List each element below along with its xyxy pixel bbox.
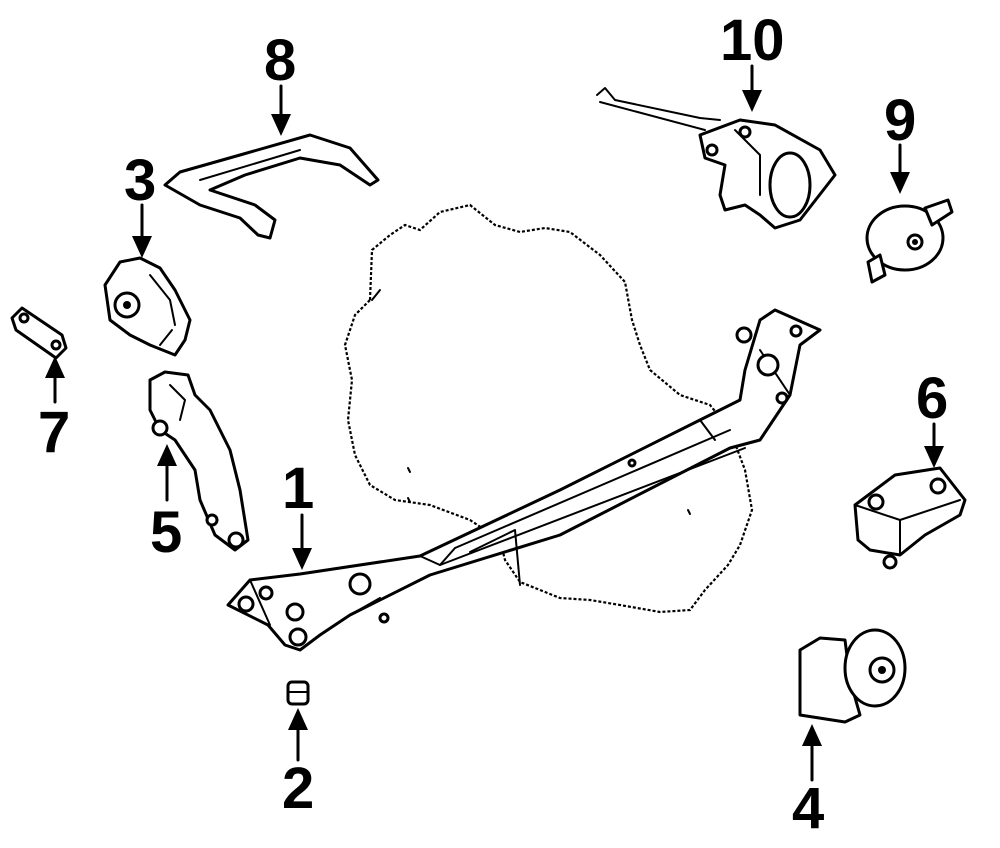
callout-arrowhead — [890, 172, 910, 194]
callout-label: 3 — [124, 148, 156, 213]
callout-label: 7 — [38, 400, 70, 465]
part-mount-3 — [103, 256, 192, 357]
callout-arrowhead — [742, 90, 762, 112]
callout-4: 4 — [792, 724, 824, 841]
callout-1: 1 — [282, 456, 314, 570]
callout-label: 4 — [792, 776, 824, 841]
part-plate-7 — [10, 306, 68, 360]
callout-label: 10 — [720, 8, 785, 73]
callout-7: 7 — [38, 356, 70, 465]
part-bushing — [286, 680, 310, 706]
callout-arrowhead — [45, 356, 65, 378]
callout-arrowhead — [802, 724, 822, 746]
part-bracket-8 — [163, 133, 380, 240]
callout-label: 6 — [916, 366, 948, 431]
callout-arrowhead — [924, 446, 944, 468]
callout-label: 8 — [264, 28, 296, 93]
part-mount-6 — [853, 466, 967, 570]
callout-label: 5 — [150, 500, 182, 565]
callout-label: 2 — [282, 756, 314, 821]
callout-3: 3 — [124, 148, 156, 258]
callout-2: 2 — [282, 708, 314, 821]
callout-arrowhead — [157, 444, 177, 466]
callout-label: 9 — [884, 88, 916, 153]
callout-label: 1 — [282, 456, 314, 521]
callout-arrowhead — [271, 114, 291, 136]
callout-6: 6 — [916, 366, 948, 468]
callout-arrowhead — [288, 708, 308, 730]
part-mount-4 — [798, 628, 907, 724]
callout-arrowhead — [132, 236, 152, 258]
callout-arrowhead — [292, 548, 312, 570]
part-crossmember — [226, 308, 822, 652]
callout-5: 5 — [150, 444, 182, 565]
part-mount-9 — [865, 198, 954, 284]
part-bracket-5 — [148, 370, 250, 552]
callout-10: 10 — [720, 8, 785, 112]
part-mount-10 — [596, 87, 837, 230]
engine-outline — [343, 203, 754, 614]
callout-8: 8 — [264, 28, 296, 136]
callout-9: 9 — [884, 88, 916, 194]
